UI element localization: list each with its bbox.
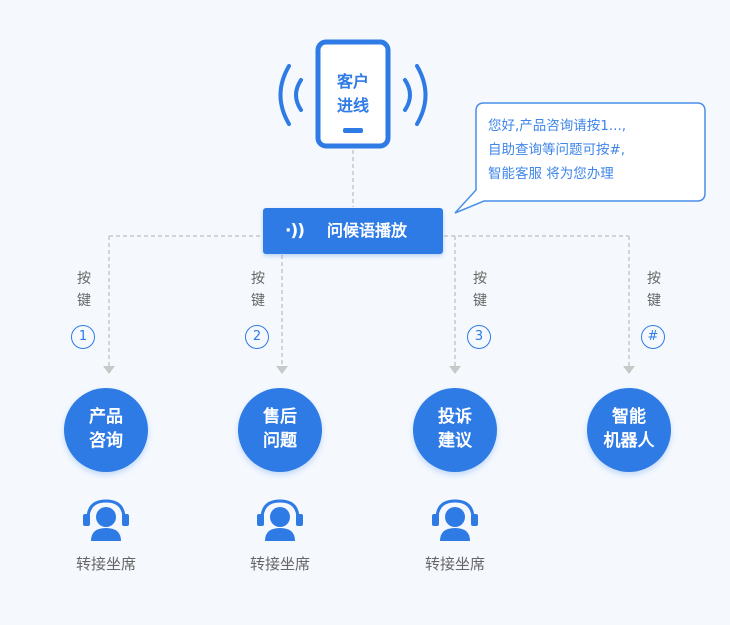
bubble-line2: 自助查询等问题可按#,: [488, 142, 626, 158]
node-complaint-suggestion: 投诉 建议: [413, 388, 497, 472]
node-line1: 投诉: [438, 407, 472, 427]
key-line: 按: [251, 271, 265, 287]
node-smart-robot: 智能 机器人: [587, 388, 671, 472]
node-line2: 建议: [438, 431, 472, 451]
key-line: 按: [473, 271, 487, 287]
key-label-3: 按 键: [466, 268, 494, 312]
phone-home-button: [343, 128, 363, 133]
key-badge-1: 1: [71, 325, 95, 349]
key-line: 按: [647, 271, 661, 287]
bubble-line1: 您好,产品咨询请按1...,: [488, 118, 627, 134]
bubble-line3: 智能客服 将为您办理: [488, 166, 614, 182]
node-after-sales: 售后 问题: [238, 388, 322, 472]
key-badge-3: 3: [467, 325, 491, 349]
agent-label-1: 转接坐席: [75, 555, 136, 573]
node-product-inquiry: 产品 咨询: [64, 388, 148, 472]
speaker-wave-icon: ·)): [285, 221, 305, 241]
node-line1: 产品: [89, 407, 123, 427]
key-badge-4: #: [641, 325, 665, 349]
agent-headset-icon: [257, 499, 303, 541]
key-line: 键: [647, 293, 661, 309]
key-label-1: 按 键: [70, 268, 98, 312]
key-label-4: 按 键: [640, 268, 668, 312]
arrow-down-icon: [276, 366, 288, 374]
signal-right-icon: [403, 64, 428, 126]
agent-headset-icon: [83, 499, 129, 541]
arrow-down-icon: [623, 366, 635, 374]
key-label-2: 按 键: [244, 268, 272, 312]
node-line1: 售后: [263, 407, 297, 427]
agent-label-2: 转接坐席: [249, 555, 310, 573]
phone-label-line2: 进线: [336, 96, 369, 115]
node-line2: 机器人: [603, 431, 655, 451]
node-line2: 咨询: [89, 431, 123, 451]
key-line: 按: [77, 271, 91, 287]
agent-headset-icon: [432, 499, 478, 541]
node-line1: 智能: [612, 407, 646, 427]
key-badge-2: 2: [245, 325, 269, 349]
key-line: 键: [473, 293, 487, 309]
phone-outline: [315, 39, 391, 149]
arrow-down-icon: [103, 366, 115, 374]
agent-label-3: 转接坐席: [424, 555, 485, 573]
phone-label-line1: 客户: [336, 72, 369, 91]
phone-label: 客户 进线: [319, 70, 387, 118]
key-line: 键: [77, 293, 91, 309]
greeting-bar-label: 问候语播放: [327, 221, 408, 240]
arrow-down-icon: [449, 366, 461, 374]
node-line2: 问题: [263, 431, 297, 451]
key-line: 键: [251, 293, 265, 309]
speech-bubble: [454, 102, 706, 214]
greeting-bar: ·)) 问候语播放: [263, 208, 443, 254]
signal-left-icon: [278, 64, 303, 126]
bubble-text: 您好,产品咨询请按1..., 自助查询等问题可按#, 智能客服 将为您办理: [488, 114, 700, 186]
